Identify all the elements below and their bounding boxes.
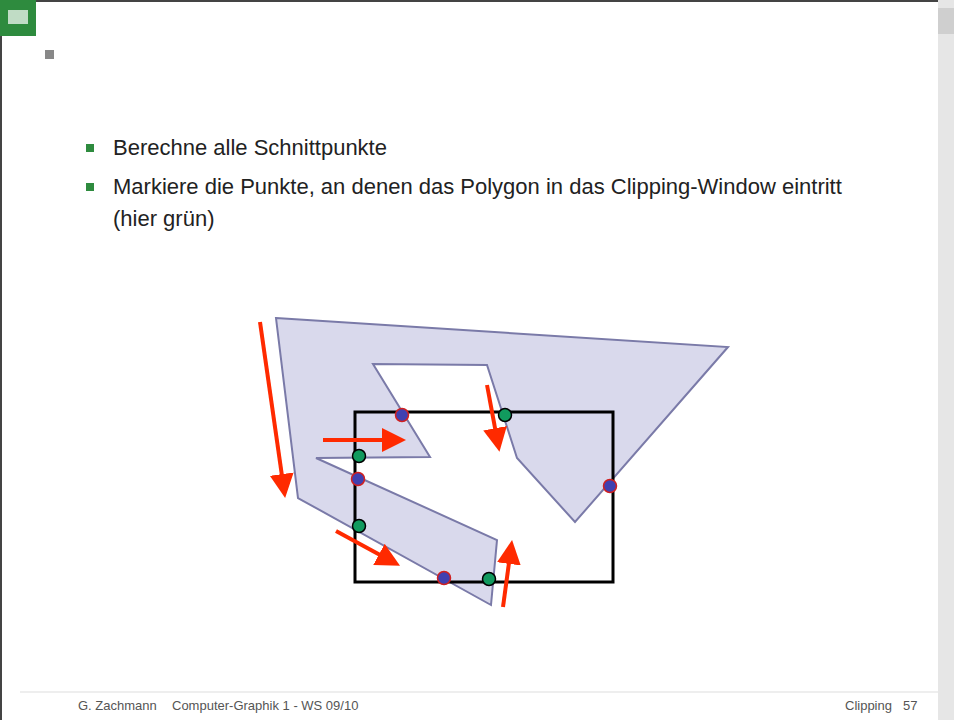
bullet-mark <box>86 183 94 191</box>
exit-point <box>438 572 451 585</box>
entry-point <box>353 450 366 463</box>
slide-border <box>0 0 2 720</box>
entry-point <box>353 520 366 533</box>
logo-mark <box>8 10 28 24</box>
footer-chapter: Clipping <box>845 698 892 714</box>
slide-border <box>0 0 938 2</box>
direction-arrow <box>323 438 398 442</box>
bullet-mark <box>86 144 94 152</box>
exit-point <box>352 473 365 486</box>
bullet-text: Markiere die Punkte, an denen das Polygo… <box>113 171 853 235</box>
page-number: 57 <box>903 698 917 714</box>
entry-point <box>483 573 496 586</box>
direction-arrow <box>503 548 511 607</box>
direction-arrow <box>487 385 498 444</box>
bullet-text: Berechne alle Schnittpunkte <box>113 132 873 164</box>
logo <box>0 0 36 36</box>
footer-course: Computer-Graphik 1 - WS 09/10 <box>172 698 358 714</box>
footer-rule <box>20 692 938 693</box>
direction-arrow <box>336 531 393 562</box>
logo-square <box>45 50 54 59</box>
exit-point <box>396 409 409 422</box>
footer-author: G. Zachmann <box>78 698 157 714</box>
side-bar <box>938 0 954 720</box>
exit-point <box>604 480 617 493</box>
polygon <box>276 318 728 605</box>
entry-point <box>499 409 512 422</box>
clipping-window <box>355 412 613 582</box>
direction-arrow <box>260 322 284 490</box>
side-icon <box>938 8 954 34</box>
